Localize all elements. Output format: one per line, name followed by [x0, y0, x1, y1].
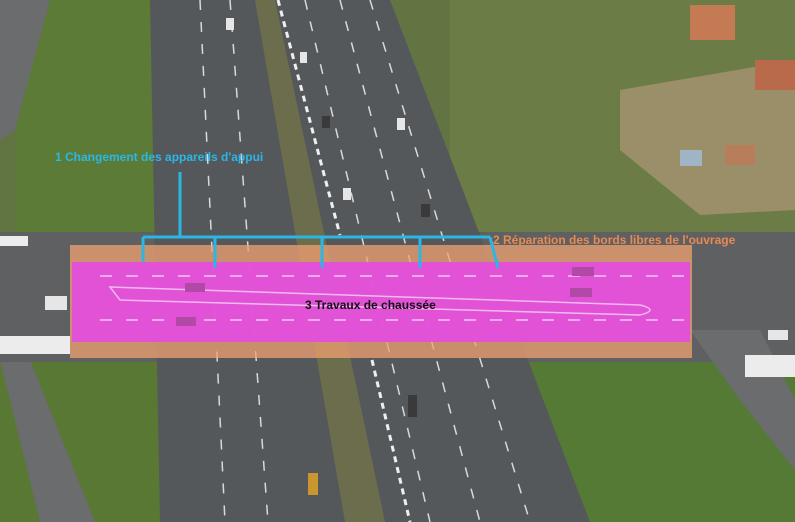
house-roof-1 [690, 5, 735, 40]
annotation-edge-repair: 2 Réparation des bords libres de l'ouvra… [493, 233, 736, 247]
annotation-roadway-works: 3 Travaux de chaussée [305, 298, 436, 312]
annotation-bearing-replacement: 1 Changement des appareils d'appui [55, 150, 264, 164]
shed-roof [680, 150, 702, 166]
bearing-marker-bracket [141, 172, 500, 269]
road-left-bottom [0, 360, 95, 522]
garden-plots [620, 60, 795, 215]
road-left-top [0, 0, 50, 140]
grass-left-upper [15, 0, 165, 235]
house-roof-3 [725, 145, 755, 165]
house-roof-2 [755, 60, 795, 90]
